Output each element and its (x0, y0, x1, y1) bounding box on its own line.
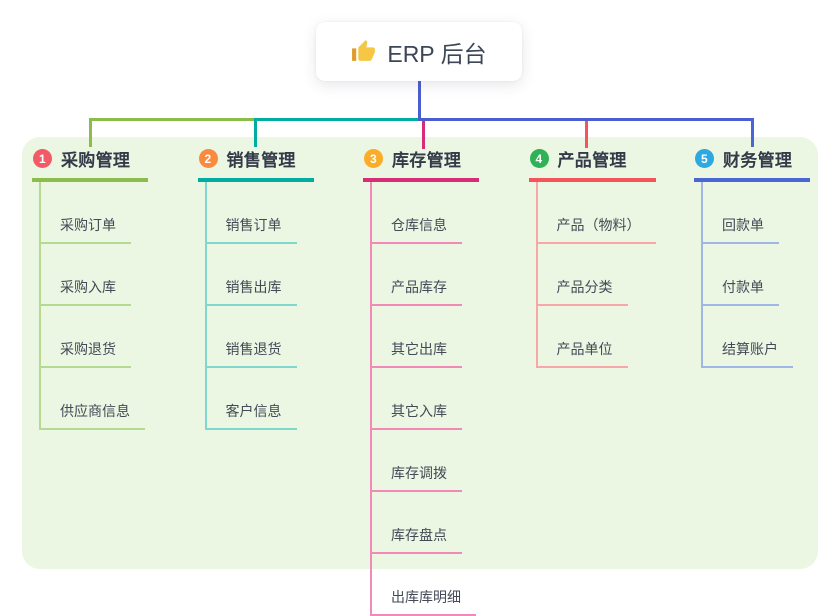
branch-children: 产品（物料）产品分类产品单位 (535, 182, 656, 368)
mindmap-panel (22, 137, 818, 569)
mindmap-node[interactable]: 产品分类 (537, 244, 628, 306)
branch-number-badge: 5 (695, 149, 714, 168)
branch-number-badge: 2 (198, 149, 218, 168)
mindmap-node[interactable]: 采购入库 (41, 244, 131, 306)
branch-title: 财务管理 (723, 151, 793, 170)
branch-column-5: 5 财务管理 回款单付款单结算账户 (694, 146, 810, 368)
branch-number-badge: 4 (529, 149, 549, 168)
mindmap-node[interactable]: 仓库信息 (372, 182, 462, 244)
mindmap-node[interactable]: 采购订单 (41, 182, 131, 244)
mindmap-node[interactable]: 销售订单 (206, 182, 297, 244)
branch-children: 销售订单销售出库销售退货客户信息 (204, 182, 314, 430)
branch-column-3: 3 库存管理 仓库信息产品库存其它出库其它入库库存调拨库存盘点出库库明细 (363, 146, 479, 616)
mindmap-node[interactable]: 销售出库 (206, 244, 297, 306)
branch-header-node[interactable]: 3 库存管理 (363, 146, 479, 182)
branch-column-2: 2 销售管理 销售订单销售出库销售退货客户信息 (197, 146, 314, 430)
drop-line-branch-3 (421, 121, 425, 149)
drop-line-branch-5 (750, 118, 754, 147)
mindmap-node[interactable]: 结算账户 (703, 306, 793, 368)
mindmap-node[interactable]: 产品单位 (537, 306, 628, 368)
mindmap-node[interactable]: 回款单 (703, 182, 779, 244)
bus-line-blue (417, 118, 754, 121)
branch-column-4: 4 产品管理 产品（物料）产品分类产品单位 (528, 146, 656, 368)
root-title: ERP 后台 (387, 40, 487, 67)
drop-line-branch-1 (88, 118, 92, 147)
bus-line-teal (254, 118, 421, 121)
mindmap-node[interactable]: 其它入库 (372, 368, 462, 430)
branch-children: 采购订单采购入库采购退货供应商信息 (39, 182, 148, 430)
branch-number-badge: 1 (33, 149, 52, 168)
mindmap-node[interactable]: 库存调拨 (372, 430, 462, 492)
mindmap-node[interactable]: 产品（物料） (537, 182, 656, 244)
branch-children: 仓库信息产品库存其它出库其它入库库存调拨库存盘点出库库明细 (370, 182, 479, 616)
branch-title: 采购管理 (61, 151, 131, 170)
bus-line-green (88, 118, 257, 121)
mindmap-node[interactable]: 出库库明细 (372, 554, 476, 616)
mindmap-node[interactable]: 采购退货 (41, 306, 131, 368)
mindmap-node[interactable]: 客户信息 (206, 368, 297, 430)
branch-header-node[interactable]: 1 采购管理 (32, 146, 148, 182)
mindmap-node[interactable]: 销售退货 (206, 306, 297, 368)
root-stem-line (417, 81, 421, 119)
mindmap-node[interactable]: 产品库存 (372, 244, 462, 306)
mindmap-node[interactable]: 付款单 (703, 244, 779, 306)
branch-title: 产品管理 (557, 151, 627, 170)
thumb-cuff (352, 48, 357, 61)
mindmap-node[interactable]: 供应商信息 (41, 368, 145, 430)
branch-header-node[interactable]: 4 产品管理 (528, 146, 656, 182)
drop-line-branch-2 (254, 118, 257, 147)
branch-number-badge: 3 (364, 149, 383, 168)
branch-header-node[interactable]: 2 销售管理 (197, 146, 314, 182)
branch-column-1: 1 采购管理 采购订单采购入库采购退货供应商信息 (32, 146, 148, 430)
branch-header-node[interactable]: 5 财务管理 (694, 146, 810, 182)
branch-children: 回款单付款单结算账户 (701, 182, 810, 368)
drop-line-branch-4 (585, 121, 588, 148)
mindmap-node[interactable]: 库存盘点 (372, 492, 462, 554)
mindmap-node[interactable]: 其它出库 (372, 306, 462, 368)
branch-title: 销售管理 (226, 151, 296, 170)
branch-title: 库存管理 (392, 151, 462, 170)
thumbs-up-icon (352, 40, 376, 61)
thumb-hand (358, 40, 376, 61)
root-node-erp[interactable]: ERP 后台 (316, 22, 522, 81)
